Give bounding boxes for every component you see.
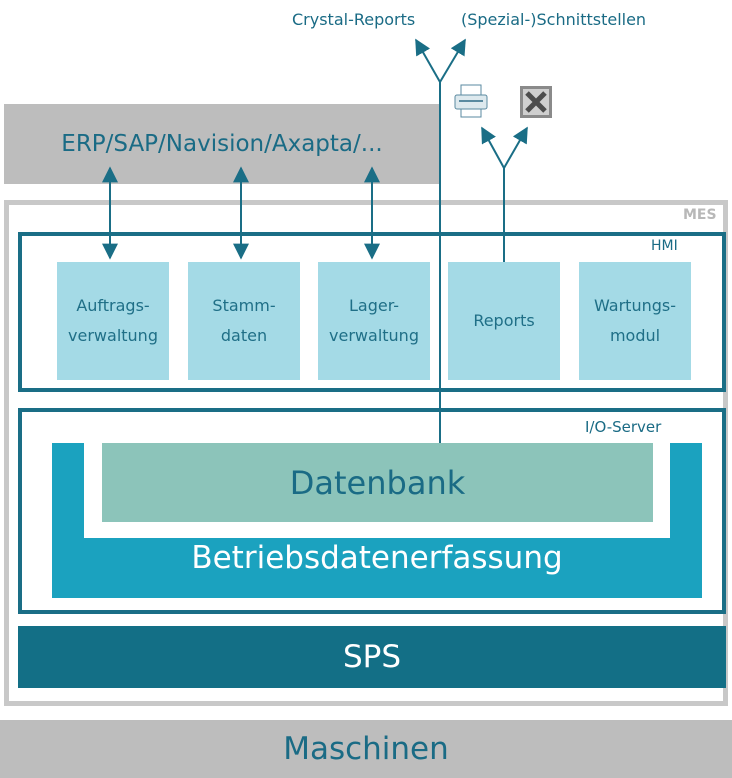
module-auftragsverwaltung: Auftrags- verwaltung [57,262,169,380]
mes-label: MES [683,207,717,223]
printer-icon [454,84,488,118]
module-wartungsmodul: Wartungs- modul [579,262,691,380]
sps-label: SPS [342,639,402,675]
bde-label: Betriebsdatenerfassung [191,540,563,576]
crystal-arrow [415,38,441,83]
print-arrow [481,126,505,169]
datenbank-box: Datenbank [102,443,653,522]
io-server-frame [18,408,726,614]
excel-icon [520,86,552,118]
sps-box: SPS [18,626,726,688]
module-label: Lager- verwaltung [329,296,419,345]
module-reports: Reports [448,262,560,380]
maschinen-box: Maschinen [0,720,732,778]
erp-label: ERP/SAP/Navision/Axapta/... [61,131,383,157]
excel-arrow [503,126,528,169]
module-label: Wartungs- modul [594,296,676,345]
schnittstellen-label: (Spezial-)Schnittstellen [461,10,647,29]
module-lagerverwaltung: Lager- verwaltung [318,262,430,380]
schnittstellen-arrow [439,38,466,83]
datenbank-label: Datenbank [289,463,466,502]
module-label: Auftrags- verwaltung [68,296,158,345]
module-label: Stamm- daten [212,296,276,345]
maschinen-label: Maschinen [283,731,449,767]
module-label: Reports [473,311,535,330]
crystal-reports-label: Crystal-Reports [292,10,416,29]
hmi-label: HMI [651,238,678,254]
io-server-label: I/O-Server [585,418,662,436]
module-stammdaten: Stamm- daten [188,262,300,380]
